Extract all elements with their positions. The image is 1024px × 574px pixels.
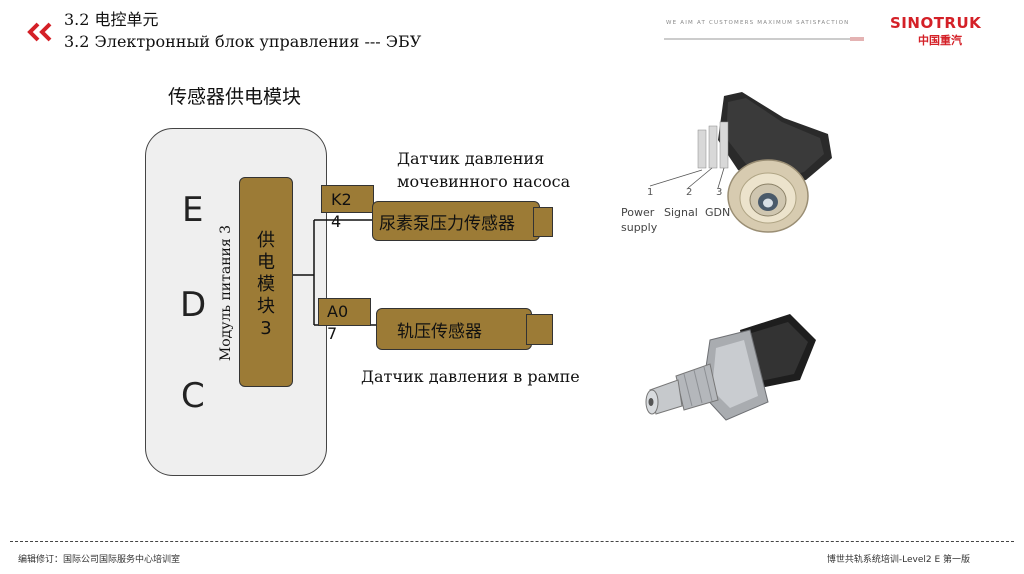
connector-bottom <box>318 298 371 326</box>
title-chinese: 3.2 电控单元 <box>64 10 159 29</box>
pin-k24: K2 4 <box>331 190 352 231</box>
caption-urea-line2: мочевинного насоса <box>397 172 571 191</box>
pin-a07: A0 7 <box>327 302 349 343</box>
module-label-russian: Модуль питания 3 <box>218 224 234 362</box>
urea-sensor-tail <box>533 207 553 237</box>
edc-letter-d: D <box>180 285 207 325</box>
caption-urea-line1: Датчик давления <box>397 149 545 168</box>
edc-block <box>145 128 327 476</box>
edc-letter-e: E <box>182 190 204 230</box>
rail-sensor-tail <box>526 314 553 345</box>
footer-course: 博世共轨系统培训-Level2 E 第一版 <box>826 555 970 565</box>
edc-letter-c: C <box>181 376 205 416</box>
rail-pressure-sensor-photo <box>645 314 816 421</box>
footer-editor: 编辑修订：国际公司国际服务中心培训室 <box>18 555 181 565</box>
pin3-label: 3 <box>716 187 722 198</box>
sinotruk-logo-cn: 中国重汽 <box>918 34 962 47</box>
pin2-label: 2 <box>686 187 692 198</box>
signal-label: Signal <box>664 206 698 219</box>
pin1-label: 1 <box>647 187 653 198</box>
urea-pump-pressure-sensor-label: 尿素泵压力传感器 <box>379 213 515 234</box>
connector-top <box>321 185 374 213</box>
gdn-label: GDN <box>705 206 730 219</box>
sinotruk-logo: SINOTRUK <box>890 14 982 32</box>
title-russian: 3.2 Электронный блок управления --- ЭБУ <box>64 32 422 51</box>
brand-slogan: WE AIM AT CUSTOMERS MAXIMUM SATISFACTION <box>666 20 850 26</box>
diagram-heading: 传感器供电模块 <box>168 86 302 108</box>
urea-pressure-sensor-photo: 1 2 3 Power supply Signal GDN <box>621 92 832 234</box>
power-label-line1: Power <box>621 206 655 219</box>
power-label-line2: supply <box>621 221 658 234</box>
header-rule <box>664 38 860 40</box>
rail-pressure-sensor-label: 轨压传感器 <box>397 321 482 342</box>
caption-rail: Датчик давления в рампе <box>361 367 580 386</box>
rail-pressure-sensor: 轨压传感器 <box>376 308 532 350</box>
footer-divider <box>10 541 1014 542</box>
header-rule-accent <box>850 37 864 41</box>
urea-pump-pressure-sensor: 尿素泵压力传感器 <box>372 201 540 241</box>
back-chevrons-icon[interactable] <box>26 22 56 42</box>
power-supply-module-label: 供 电 模 块 3 <box>257 230 275 339</box>
power-supply-module <box>239 177 293 387</box>
